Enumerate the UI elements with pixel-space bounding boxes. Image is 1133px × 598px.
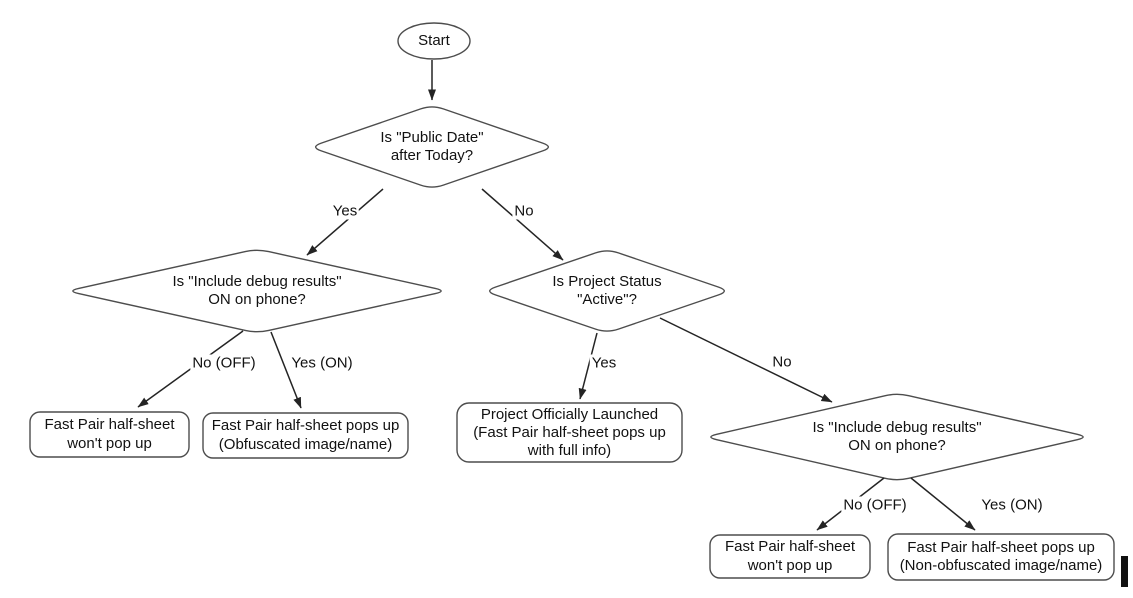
decision-public-date-shape <box>314 106 550 188</box>
decision-debug-left-label: Is "Include debug results" ON on phone? <box>172 272 342 309</box>
result-no-popup-right-shape <box>709 534 871 579</box>
edge-label-yes-status: Yes <box>589 354 619 372</box>
result-launched-label: Project Officially Launched (Fast Pair h… <box>473 405 666 459</box>
decision-project-status-shape <box>489 250 726 332</box>
arrow-public-date-no <box>481 188 564 261</box>
edge-label-no-off-left: No (OFF) <box>190 354 258 372</box>
start-node-label: Start <box>418 31 450 49</box>
arrow-public-date-yes <box>306 188 384 256</box>
result-no-popup-left-shape <box>29 411 190 458</box>
result-obfuscated-label: Fast Pair half-sheet pops up (Obfuscated… <box>211 417 400 453</box>
edge-label-yes-public: Yes <box>330 202 360 220</box>
decision-debug-right-label: Is "Include debug results" ON on phone? <box>812 418 982 455</box>
start-node-shape <box>397 22 471 60</box>
result-launched-shape <box>456 402 683 463</box>
result-obfuscated-shape <box>202 412 409 459</box>
result-no-popup-left-label: Fast Pair half-sheet won't pop up <box>44 416 175 452</box>
result-non-obfuscated-label: Fast Pair half-sheet pops up (Non-obfusc… <box>899 538 1103 575</box>
decision-debug-right-shape <box>710 393 1084 481</box>
result-no-popup-right-label: Fast Pair half-sheet won't pop up <box>724 538 856 574</box>
edge-label-no-off-right: No (OFF) <box>841 496 909 514</box>
edge-label-no-status: No <box>770 353 794 371</box>
edge-label-no-public: No <box>512 202 536 220</box>
decision-debug-left-shape <box>72 249 442 333</box>
decision-project-status-label: Is Project Status "Active"? <box>552 272 662 309</box>
edge-label-yes-on-left: Yes (ON) <box>289 354 355 372</box>
edge-label-yes-on-right: Yes (ON) <box>979 496 1045 514</box>
decision-public-date-label: Is "Public Date" after Today? <box>380 128 484 165</box>
arrow-debug-left-yes-on <box>270 331 302 409</box>
arrow-debug-right-yes-on <box>910 477 976 531</box>
arrow-status-no <box>659 317 833 403</box>
text-cursor-bar <box>1121 556 1128 587</box>
arrow-status-yes <box>578 332 598 400</box>
result-non-obfuscated-shape <box>887 533 1115 581</box>
